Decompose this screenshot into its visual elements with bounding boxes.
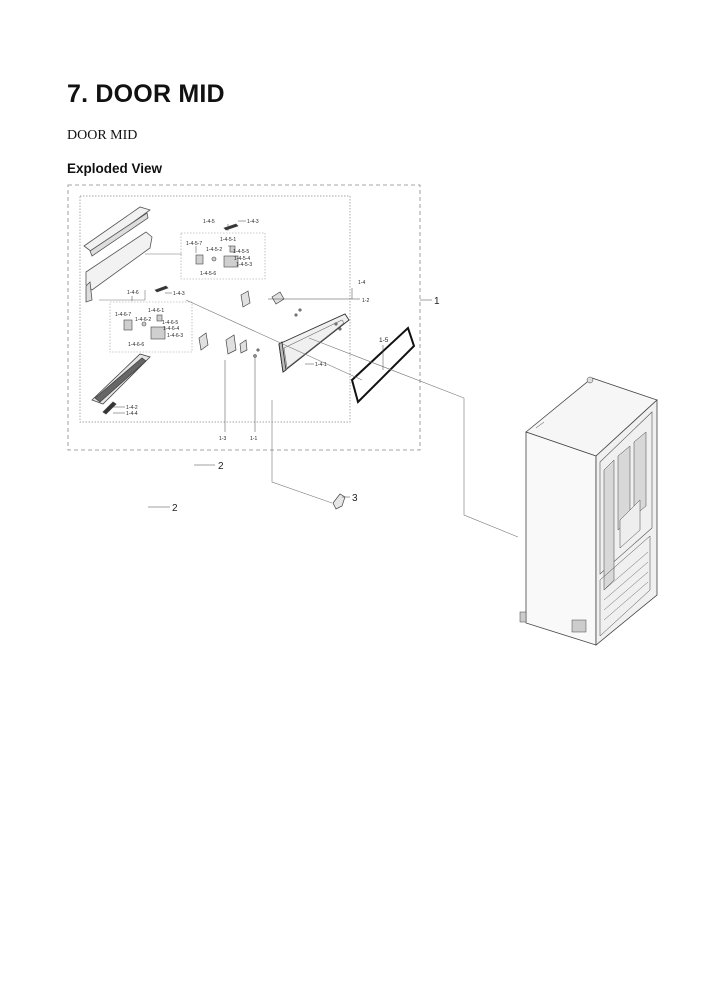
label-2-lower: 2: [172, 503, 178, 514]
label-1-4-6-2: 1-4-6-2: [135, 317, 151, 323]
label-1-4: 1-4: [358, 280, 365, 286]
label-1-4-6: 1-4-6: [127, 290, 139, 296]
label-1-4-4: 1-4-4: [126, 411, 138, 417]
part-3-bracket: [332, 493, 346, 510]
outer-assembly-frame: [67, 184, 421, 451]
label-leaders: [113, 220, 432, 508]
label-1-2: 1-2: [362, 298, 369, 304]
label-1-4-5-4: 1-4-5-4: [234, 256, 250, 262]
door-mid-panel: [278, 313, 350, 373]
section-heading: Exploded View: [67, 161, 163, 176]
label-1-4-5: 1-4-5: [203, 219, 215, 225]
handle-bottom-bar: [91, 353, 151, 415]
label-1-5: 1-5: [379, 337, 389, 344]
label-1-4-6-4: 1-4-6-4: [163, 326, 179, 332]
door-top-cap: [83, 206, 153, 303]
label-1-4-1: 1-4-1: [315, 362, 327, 368]
label-1-4-5-6: 1-4-5-6: [200, 271, 216, 277]
label-1-4-5-1: 1-4-5-1: [220, 237, 236, 243]
label-1-4-6-1: 1-4-6-1: [148, 308, 164, 314]
label-1-4-3-upper: 1-4-3: [247, 219, 259, 225]
label-1: 1: [434, 296, 440, 307]
label-1-4-6-7: 1-4-6-7: [115, 312, 131, 318]
label-1-4-2: 1-4-2: [126, 405, 138, 411]
label-1-1: 1-1: [250, 436, 257, 442]
label-1-4-5-2: 1-4-5-2: [206, 247, 222, 253]
assembly-lines: [99, 253, 519, 538]
detail-box-upper: [180, 232, 266, 280]
label-1-4-3-lower: 1-4-3: [173, 291, 185, 297]
hinge-brackets: [198, 290, 285, 355]
label-1-4-5-3: 1-4-5-3: [236, 262, 252, 268]
label-1-4-6-5: 1-4-6-5: [162, 320, 178, 326]
label-1-4-6-3: 1-4-6-3: [167, 333, 183, 339]
door-gasket: [350, 326, 416, 404]
label-1-4-5-7: 1-4-5-7: [186, 241, 202, 247]
label-3: 3: [352, 493, 358, 504]
inner-assembly-frame: [79, 195, 351, 423]
page-title: 7. DOOR MID: [67, 80, 225, 108]
label-2-upper: 2: [218, 461, 224, 472]
label-1-4-5-5: 1-4-5-5: [233, 249, 249, 255]
label-1-4-6-6: 1-4-6-6: [128, 342, 144, 348]
refrigerator-illustration: [519, 376, 658, 646]
screws: [253, 308, 342, 358]
upper-detail-parts: [195, 223, 239, 268]
lower-detail-parts: [123, 285, 169, 340]
page-subtitle: DOOR MID: [67, 128, 138, 143]
label-1-3: 1-3: [219, 436, 226, 442]
